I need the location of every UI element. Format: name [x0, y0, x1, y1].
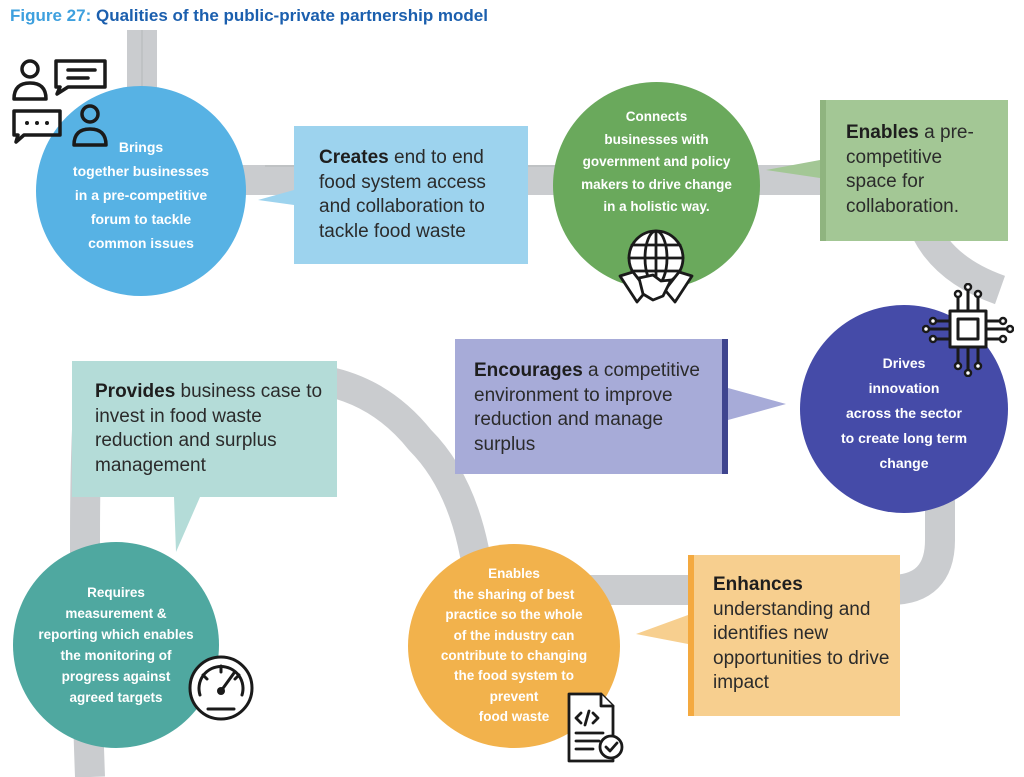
enables-circle: Enables the sharing of best practice so … — [408, 544, 620, 748]
enables-bold: Enables — [846, 122, 919, 143]
enhances-bold: Enhances — [713, 574, 803, 595]
requires-text: Requires measurement & reporting which e… — [38, 585, 194, 705]
encourages-bold: Encourages — [474, 360, 583, 381]
enables-text: a pre-competitive space for collaboratio… — [846, 122, 974, 217]
enables-bubble — [766, 100, 1008, 241]
circuit-chip-icon — [922, 283, 1014, 377]
creates-bold: Creates — [319, 147, 389, 168]
globe-handshake-icon — [618, 229, 694, 304]
creates-box: Creates end to end food system access an… — [319, 146, 519, 244]
gauge-icon — [188, 655, 254, 721]
people-chat-icon — [12, 59, 108, 147]
encourages-box: Encourages a competitive environment to … — [474, 359, 719, 457]
figure-caption: Qualities of the public-private partners… — [95, 6, 488, 25]
enhances-box: Enhances understanding and identifies ne… — [713, 573, 893, 696]
provides-bubble — [72, 361, 337, 552]
enhances-bubble — [636, 555, 900, 716]
requires-circle: Requires measurement & reporting which e… — [13, 542, 219, 748]
encourages-text: a competitive environment to improve red… — [474, 360, 700, 455]
figure-number: Figure 27: — [10, 6, 92, 25]
creates-bubble — [258, 126, 528, 264]
enhances-text: understanding and identifies new opportu… — [713, 598, 890, 694]
encourages-bubble — [455, 339, 786, 474]
drives-text: Drives innovation across the sector to c… — [840, 354, 968, 471]
figure-title: Figure 27: Qualities of the public-priva… — [10, 6, 488, 26]
connects-text: Connects businesses with government and … — [581, 109, 732, 214]
enables-text: Enables the sharing of best practice so … — [440, 566, 588, 725]
brings-text: Brings together businesses in a pre-comp… — [72, 139, 210, 251]
provides-box: Provides business case to invest in food… — [95, 380, 327, 478]
creates-text: end to end food system access and collab… — [319, 147, 486, 242]
provides-bold: Provides — [95, 381, 176, 402]
provides-text: business case to invest in food waste re… — [95, 381, 323, 476]
brings-circle: Brings together businesses in a pre-comp… — [36, 86, 246, 296]
enables-box: Enables a pre-competitive space for coll… — [846, 121, 996, 219]
code-document-icon — [567, 692, 624, 763]
